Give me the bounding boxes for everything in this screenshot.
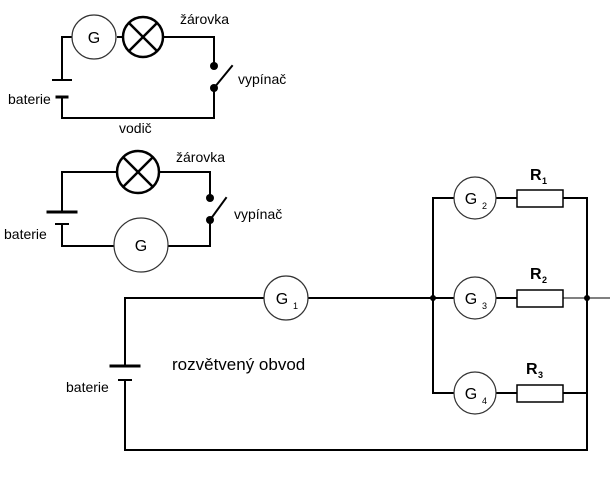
c3-g1-letter: G <box>276 291 288 308</box>
c3-g3-index: 3 <box>482 301 487 311</box>
c3-r3-letter: R <box>526 361 538 378</box>
c3-resistor-r3: R 3 <box>516 361 564 403</box>
c3-g1-index: 1 <box>293 301 298 311</box>
c2-battery-label: baterie <box>4 226 47 242</box>
c3-g4-letter: G <box>465 386 477 403</box>
c3-battery-label: baterie <box>66 379 109 395</box>
c2-lamp-label: žárovka <box>176 149 225 165</box>
circuit-2: baterie žárovka vypínač G <box>4 149 282 273</box>
c1-wire-bottom <box>61 91 215 119</box>
c2-galvanometer: G <box>113 217 169 273</box>
c2-wire-left-bottom <box>61 223 115 247</box>
c3-junction-left <box>430 295 436 301</box>
circuit-3: baterie rozvětvený obvod G 1 G 2 G 3 G 4 <box>66 167 610 451</box>
c1-battery <box>52 79 72 99</box>
c3-g2-letter: G <box>465 191 477 208</box>
c1-switch-icon <box>210 62 234 92</box>
c3-galvanometer-g3: G 3 <box>453 276 497 320</box>
c3-wire-bottom-return <box>124 297 588 451</box>
c3-battery <box>109 364 141 381</box>
c3-junction-right <box>584 295 590 301</box>
c2-galvanometer-letter: G <box>135 238 147 255</box>
c1-switch-label: vypínač <box>238 71 286 87</box>
c3-r1-letter: R <box>530 167 542 184</box>
c2-battery <box>46 210 78 225</box>
c3-g4-index: 4 <box>482 396 487 406</box>
c2-switch-label: vypínač <box>234 206 282 222</box>
c2-wire-right-top <box>159 171 211 196</box>
c3-title: rozvětvený obvod <box>172 355 305 374</box>
c3-resistor-r2: R 2 <box>516 266 564 308</box>
c3-g2-index: 2 <box>482 201 487 211</box>
c1-lamp-label: žárovka <box>180 11 229 27</box>
c3-g3-letter: G <box>465 291 477 308</box>
circuit-1: baterie G žárovka vypínač vodič <box>8 11 286 136</box>
c3-galvanometer-g4: G 4 <box>453 371 497 415</box>
c3-wire-left-top <box>124 297 265 367</box>
c1-wire-right-top <box>163 36 215 63</box>
c1-wire-label: vodič <box>119 120 152 136</box>
c3-r3-index: 3 <box>538 370 543 380</box>
c2-wire-right-bottom <box>167 221 211 247</box>
c3-r1-index: 1 <box>542 176 547 186</box>
c2-wire-left-top <box>61 171 117 213</box>
c1-galvanometer: G <box>71 14 117 60</box>
c1-battery-label: baterie <box>8 91 51 107</box>
c1-lamp-icon <box>121 15 165 59</box>
c3-galvanometer-g2: G 2 <box>453 176 497 220</box>
c3-r2-index: 2 <box>542 275 547 285</box>
c2-lamp-icon <box>115 149 161 195</box>
c1-wire-left-top <box>61 36 73 81</box>
c1-galvanometer-letter: G <box>88 30 100 47</box>
c3-galvanometer-g1: G 1 <box>263 275 309 321</box>
c3-resistor-r1: R 1 <box>516 167 564 208</box>
c3-r2-letter: R <box>530 266 542 283</box>
c2-switch-icon <box>206 194 228 224</box>
